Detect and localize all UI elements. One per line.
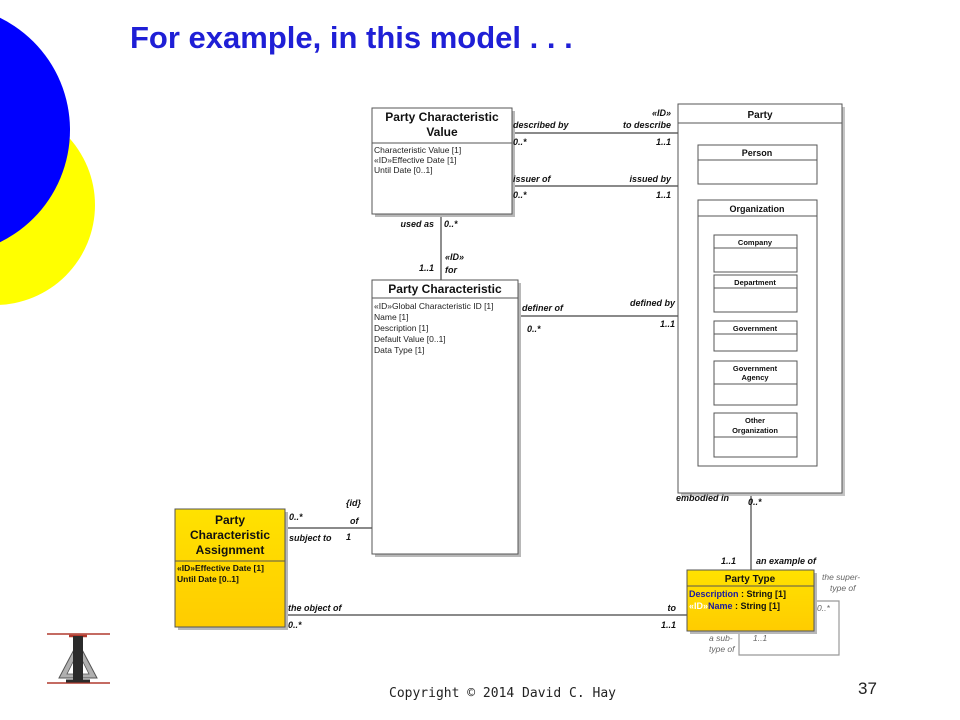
entity-attribute: «ID»Effective Date [1] <box>177 563 264 573</box>
role-label: the super- <box>822 572 860 582</box>
entity-department[interactable]: Department <box>713 274 798 313</box>
cardinality-label: 0..* <box>748 497 762 507</box>
entity-title: Value <box>426 125 458 139</box>
entity-attribute: Data Type [1] <box>374 345 424 355</box>
entity-attribute: Until Date [0..1] <box>374 165 433 175</box>
attribute-type: : String [1] <box>739 589 787 599</box>
role-label: type of <box>830 583 857 593</box>
id-stereotype: «ID» <box>689 601 708 611</box>
copyright-footer: Copyright © 2014 David C. Hay <box>389 686 616 701</box>
entity-party-characteristic-assignment[interactable]: Party Characteristic Assignment «ID»Effe… <box>174 508 288 630</box>
role-label: to <box>668 603 677 613</box>
cardinality-label: 0..* <box>817 603 830 613</box>
id-stereotype-label: «ID» <box>445 252 464 262</box>
cardinality-label: 0..* <box>513 190 527 200</box>
entity-party-type[interactable]: Party Type Description : String [1] «ID»… <box>686 569 817 634</box>
cardinality-label: 0..* <box>444 219 458 229</box>
entity-title: Other <box>745 416 765 425</box>
cardinality-label: 0..* <box>527 324 541 334</box>
entity-title: Assignment <box>196 543 265 557</box>
entity-title: Party Type <box>725 574 776 585</box>
role-label: embodied in <box>676 493 730 503</box>
cardinality-label: 1..1 <box>660 319 675 329</box>
role-label: subject to <box>289 533 332 543</box>
cardinality-label: 1..1 <box>656 137 671 147</box>
entity-title: Agency <box>741 373 769 382</box>
cardinality-label: 0..* <box>288 620 302 630</box>
cardinality-label: 1..1 <box>656 190 671 200</box>
role-label: the object of <box>288 603 343 613</box>
entity-title: Department <box>734 278 776 287</box>
role-label: for <box>445 265 457 275</box>
cardinality-label: 1..1 <box>661 620 676 630</box>
entity-attribute: «ID»Global Characteristic ID [1] <box>374 301 494 311</box>
role-label: of <box>350 516 359 526</box>
entity-attribute: Description [1] <box>374 323 428 333</box>
page-number: 37 <box>858 679 877 698</box>
cardinality-label: 0..* <box>513 137 527 147</box>
entity-party-characteristic-value[interactable]: Party Characteristic Value Characteristi… <box>371 107 515 217</box>
entity-attribute: «ID»Name : String [1] <box>689 601 780 611</box>
attribute-name: Name <box>708 601 733 611</box>
relationship-lines <box>286 132 840 656</box>
cardinality-label: 1 <box>346 532 351 542</box>
role-label: to describe <box>623 120 671 130</box>
role-label: issuer of <box>513 174 552 184</box>
entity-title: Party Characteristic <box>388 282 502 296</box>
id-constraint-label: {id} <box>346 498 362 508</box>
role-label: described by <box>513 120 570 130</box>
entity-title: Party <box>747 110 772 121</box>
cardinality-label: 0..* <box>289 512 303 522</box>
entity-attribute: Until Date [0..1] <box>177 574 239 584</box>
role-label: used as <box>400 219 434 229</box>
entity-title: Organization <box>732 426 778 435</box>
blue-circle-decoration <box>0 17 70 243</box>
entity-attribute: Description : String [1] <box>689 589 786 599</box>
entity-government-agency[interactable]: Government Agency <box>713 360 798 406</box>
author-logo <box>47 633 110 684</box>
entity-title: Party <box>215 513 245 527</box>
role-label: defined by <box>630 298 676 308</box>
role-label: type of <box>709 644 736 654</box>
role-label: definer of <box>522 303 564 313</box>
role-label: a sub- <box>709 633 733 643</box>
entity-attribute: Name [1] <box>374 312 409 322</box>
entity-title: Government <box>733 364 778 373</box>
entity-attribute: «ID»Effective Date [1] <box>374 155 457 165</box>
entity-other-organization[interactable]: Other Organization <box>713 412 798 458</box>
attribute-name: Description <box>689 589 739 599</box>
attribute-type: : String [1] <box>733 601 781 611</box>
cardinality-label: 1..1 <box>753 633 767 643</box>
rel-line-subtype-recursion <box>738 600 840 656</box>
role-label: issued by <box>629 174 672 184</box>
role-label: an example of <box>756 556 817 566</box>
entity-attribute: Default Value [0..1] <box>374 334 446 344</box>
entity-attribute: Characteristic Value [1] <box>374 145 461 155</box>
entity-title: Organization <box>729 204 784 214</box>
entity-government[interactable]: Government <box>713 320 798 352</box>
slide-title: For example, in this model . . . <box>130 20 573 55</box>
relationship-labels: described by «ID» to describe 0..* 1..1 … <box>288 108 817 630</box>
entity-title: Party Characteristic <box>385 110 499 124</box>
entity-company[interactable]: Company <box>713 234 798 273</box>
entity-title: Characteristic <box>190 528 270 542</box>
entity-title: Person <box>742 148 773 158</box>
entity-title: Company <box>738 238 773 247</box>
cardinality-label: 1..1 <box>419 263 434 273</box>
entity-party-characteristic[interactable]: Party Characteristic «ID»Global Characte… <box>371 279 521 557</box>
recursion-labels: the super- type of 0..* a sub- type of 1… <box>709 572 860 654</box>
id-stereotype-label: «ID» <box>652 108 671 118</box>
entity-title: Government <box>733 324 778 333</box>
entity-person[interactable]: Person <box>697 144 818 185</box>
cardinality-label: 1..1 <box>721 556 736 566</box>
